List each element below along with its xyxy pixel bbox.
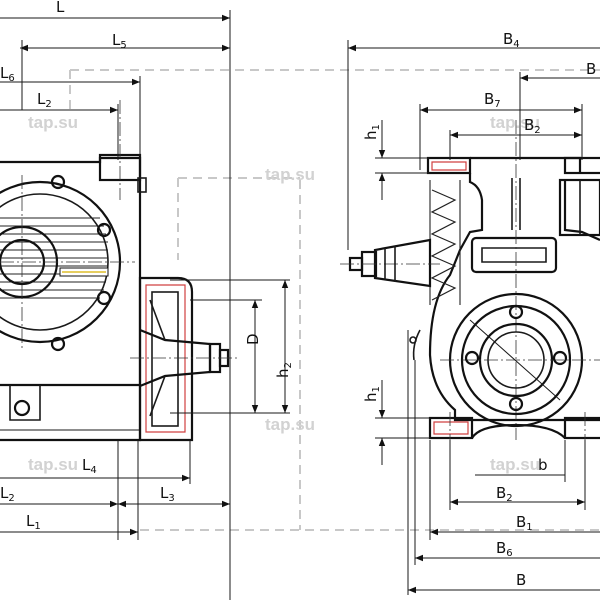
watermark-text: tap.su: [490, 113, 540, 132]
dim-label-h2: h2: [274, 362, 294, 378]
side-input-shaft: [340, 238, 440, 288]
dim-label-L2-top: L2: [37, 90, 52, 110]
side-fins: [429, 180, 461, 305]
dim-label-B4: B4: [503, 30, 520, 50]
base-mount-hole: [13, 399, 31, 417]
dashed-frame: [69, 69, 600, 531]
dim-label-B2-bottom: B2: [496, 484, 513, 504]
watermark-text: tap.su: [28, 113, 78, 132]
dim-label-B6: B6: [496, 539, 513, 559]
foot-left: [428, 416, 474, 440]
watermarks: tap.su tap.su tap.su tap.su tap.su tap.s…: [28, 113, 540, 474]
dim-label-B: B: [516, 571, 526, 589]
lug-bolt: [137, 177, 147, 193]
worm-cover: [138, 276, 194, 442]
top-flange-right: [563, 156, 600, 175]
side-housing: [428, 173, 600, 422]
watermark-text: tap.su: [28, 455, 78, 474]
dim-label-B-top: B: [586, 60, 596, 78]
boss-bolts: [464, 304, 568, 412]
left-dimensions: [0, 10, 290, 600]
dim-label-B2-top: B2: [524, 116, 541, 136]
dim-label-L2-bottom: L2: [0, 484, 15, 504]
cooling-ribs: [0, 217, 108, 299]
boss-panel: [470, 236, 558, 274]
dim-label-b: b: [538, 456, 548, 474]
right-dimensions: [347, 40, 600, 595]
dim-label-L: L: [56, 0, 65, 16]
flange-bolts: [50, 174, 112, 352]
dim-label-L1: L1: [26, 512, 41, 532]
watermark-text: tap.su: [265, 415, 315, 434]
flange-inner-ring: [0, 193, 109, 331]
dim-label-B7: B7: [484, 90, 501, 110]
top-flange-left: [426, 156, 472, 175]
dim-label-D: D: [244, 333, 262, 345]
dim-label-h1-top: h1: [362, 124, 382, 140]
input-shaft: [130, 299, 240, 417]
left-view: L L5 L6 L2 D h2 L4 L2 L3 L1: [0, 0, 294, 600]
watermark-text: tap.su: [265, 165, 315, 184]
right-view: B4 B B7 B2 h1 h1 b B2 B1 B6 B: [340, 30, 600, 595]
watermark-text: tap.su: [490, 455, 540, 474]
dim-label-L4: L4: [82, 456, 97, 476]
dim-label-B1: B1: [516, 513, 533, 533]
dim-label-L3: L3: [160, 484, 175, 504]
dim-label-h1-bottom: h1: [362, 386, 382, 402]
dim-label-L5: L5: [112, 31, 127, 51]
dim-label-L6: L6: [0, 64, 15, 84]
